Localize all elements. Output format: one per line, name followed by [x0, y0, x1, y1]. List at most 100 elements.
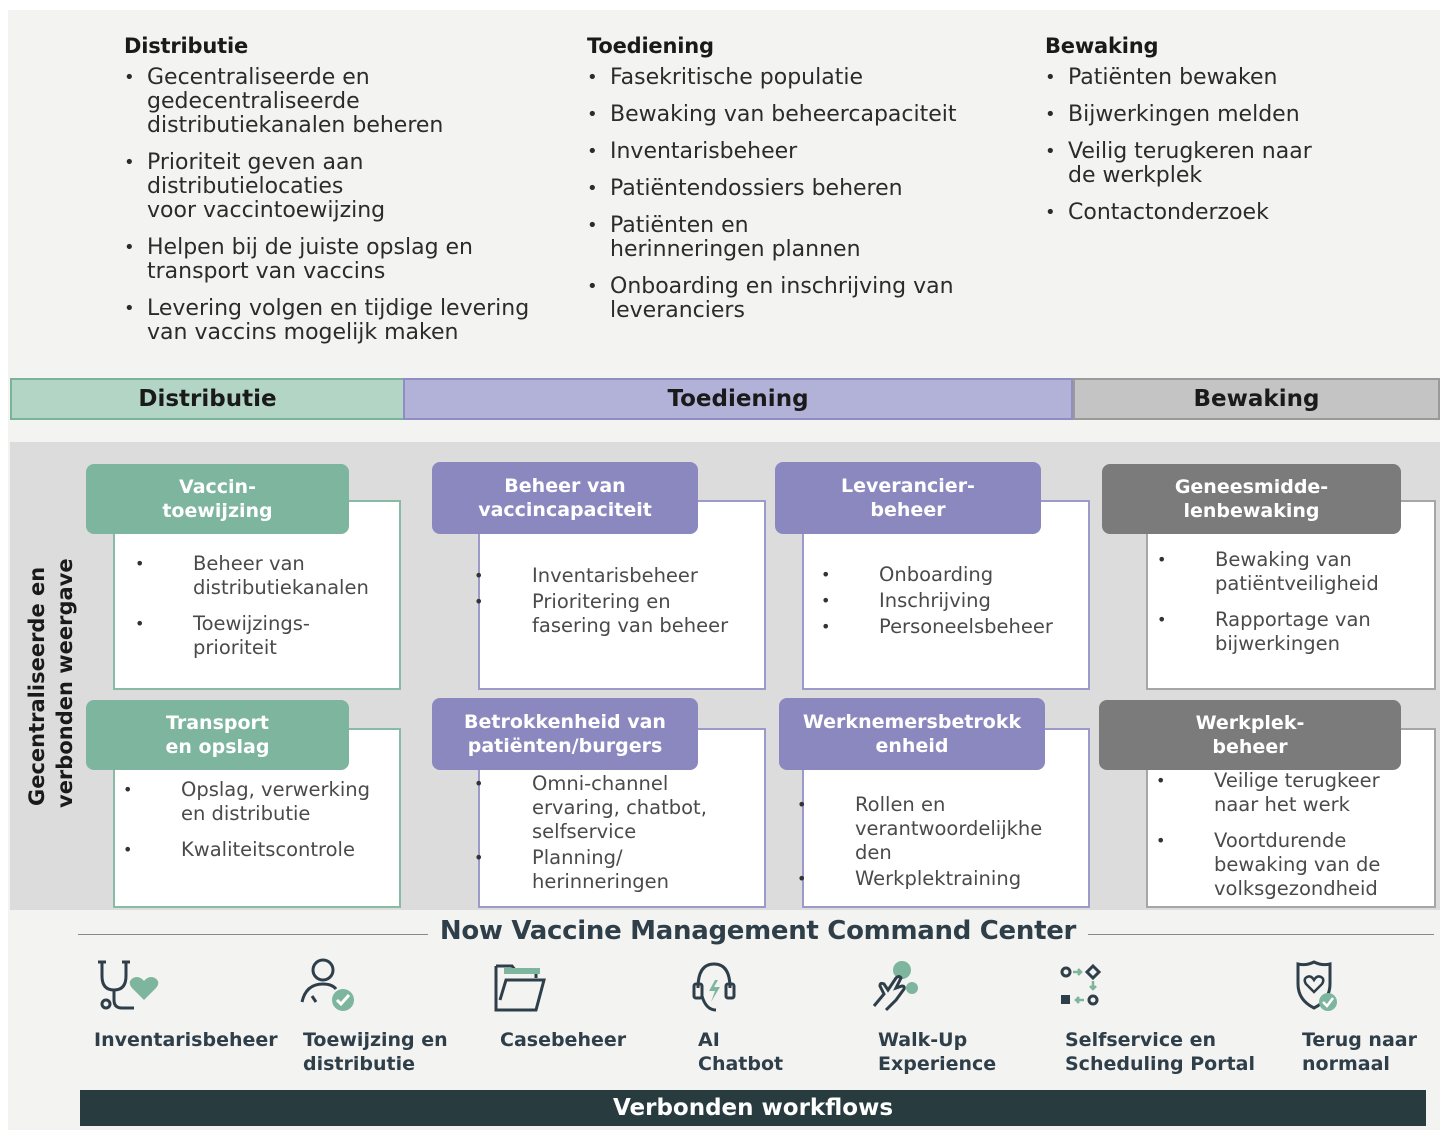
text-line: Transport [165, 712, 269, 734]
text-line: Terug naar [1302, 1029, 1417, 1051]
list-item-text: Bewaking van beheercapaciteit [610, 102, 957, 127]
card-list: Rollen enverantwoordelijkhedenWerkplektr… [775, 793, 1042, 893]
card-title: Geneesmidde-lenbewaking [1102, 464, 1401, 534]
text-line: patiënten/burgers [467, 735, 663, 757]
list-item: Helpen bij de juiste opslag entransport … [124, 236, 529, 284]
list-item: Onboarding [799, 563, 1053, 587]
list-item: Contactonderzoek [1045, 201, 1312, 226]
phase-distributie: Distributie [10, 378, 405, 420]
text-line: enheid [875, 735, 949, 757]
list-item: Planning/herinneringen [452, 846, 707, 894]
text-line: lenbewaking [1183, 500, 1320, 522]
list-item-text: Personeelsbeheer [879, 615, 1053, 638]
list-item-text: Rollen en [855, 793, 946, 816]
column-bewaking: Bewaking Patiënten bewakenBijwerkingen m… [1045, 34, 1312, 238]
text-line: normaal [1302, 1053, 1390, 1075]
divider-line [78, 934, 428, 935]
list-item-text: patiëntveiligheid [1215, 572, 1379, 595]
list-item-text: herinneringen [532, 870, 670, 893]
card-list: OnboardingInschrijvingPersoneelsbeheer [799, 563, 1053, 641]
text-line: toewijzing [162, 500, 273, 522]
list-item: Inventarisbeheer [452, 564, 728, 588]
list-item: Kwaliteitscontrole [101, 838, 370, 862]
vaccine-management-diagram: Distributie Gecentraliseerde engedecentr… [8, 10, 1440, 1130]
shield-heart-icon [1296, 960, 1337, 1011]
list-item-text: distributiekanalen [193, 576, 369, 599]
list-item-text: Prioritering en [532, 590, 671, 613]
text-line: Geneesmidde- [1174, 476, 1329, 498]
list-item-text: Gecentraliseerde en [147, 65, 370, 90]
list-item-text: en distributie [181, 802, 311, 825]
column-distributie: Distributie Gecentraliseerde engedecentr… [124, 34, 529, 358]
list-item-text: distributielocaties [147, 174, 344, 199]
list-item-text: Patiënten en [610, 213, 749, 238]
list-item-text: voor vaccintoewijzing [147, 198, 386, 223]
bullet-list: Gecentraliseerde engedecentraliseerdedis… [124, 66, 529, 345]
list-item-text: Onboarding en inschrijving van [610, 274, 954, 299]
list-item-text: volksgezondheid [1214, 877, 1378, 900]
list-item-text: verantwoordelijkhe [855, 817, 1043, 840]
bullet-list: Patiënten bewakenBijwerkingen meldenVeil… [1045, 65, 1312, 226]
card-list: InventarisbeheerPrioritering enfasering … [452, 564, 728, 640]
side-label-line: verbonden weergave [53, 558, 77, 808]
list-item-text: bewaking van de [1214, 853, 1381, 876]
list-item-text: Levering volgen en tijdige levering [147, 296, 530, 321]
list-item-text: Opslag, verwerking [181, 778, 370, 801]
list-item: Gecentraliseerde engedecentraliseerdedis… [124, 66, 529, 138]
headset-icon [692, 962, 736, 1012]
side-label-line: Gecentraliseerde en [25, 567, 49, 806]
list-item-text: Helpen bij de juiste opslag en [147, 235, 474, 260]
text-line: Chatbot [698, 1053, 784, 1075]
list-item-text: Patiënten bewaken [1068, 65, 1278, 90]
list-item: Prioriteit geven aandistributielocatiesv… [124, 151, 529, 223]
list-item: Onboarding en inschrijving vanleverancie… [587, 275, 957, 323]
phase-bewaking: Bewaking [1073, 378, 1440, 420]
list-item-text: Toewijzings- [193, 612, 310, 635]
bullet-list: Fasekritische populatieBewaking van behe… [587, 66, 957, 323]
stethoscope-heart-icon [98, 960, 159, 1010]
column-title: Toediening [587, 34, 714, 58]
tool-label: Inventarisbeheer [94, 1028, 278, 1052]
list-item-text: Prioriteit geven aan [147, 150, 364, 175]
list-item: Personeelsbeheer [799, 615, 1053, 639]
list-item-text: herinneringen plannen [610, 237, 861, 262]
side-label: Gecentraliseerde en verbonden weergave [25, 558, 77, 808]
list-item: Inventarisbeheer [587, 140, 957, 165]
text-line: Toewijzing en [303, 1029, 448, 1051]
card-title: Vaccin-toewijzing [86, 464, 349, 534]
list-item: Toewijzings-prioriteit [113, 612, 369, 660]
text-line: AI [698, 1029, 720, 1051]
list-item-text: Onboarding [879, 563, 994, 586]
text-line: Leverancier- [841, 475, 975, 497]
list-item-text: Patiëntendossiers beheren [610, 176, 903, 201]
list-item-text: naar het werk [1214, 793, 1350, 816]
phase-toediening: Toediening [403, 378, 1073, 420]
touch-hand-icon [872, 961, 918, 1012]
list-item: Fasekritische populatie [587, 66, 957, 91]
list-item-text: Inventarisbeheer [532, 564, 698, 587]
tool-label: Casebeheer [500, 1028, 626, 1052]
workflow-shapes-icon [1060, 963, 1102, 1006]
text-line: Vaccin- [179, 476, 256, 498]
list-item-text: transport van vaccins [147, 259, 386, 284]
text-line: Inventarisbeheer [94, 1029, 278, 1051]
text-line: Selfservice en [1065, 1029, 1216, 1051]
column-title: Distributie [124, 34, 248, 58]
text-line: Werknemersbetrokk [802, 711, 1022, 733]
